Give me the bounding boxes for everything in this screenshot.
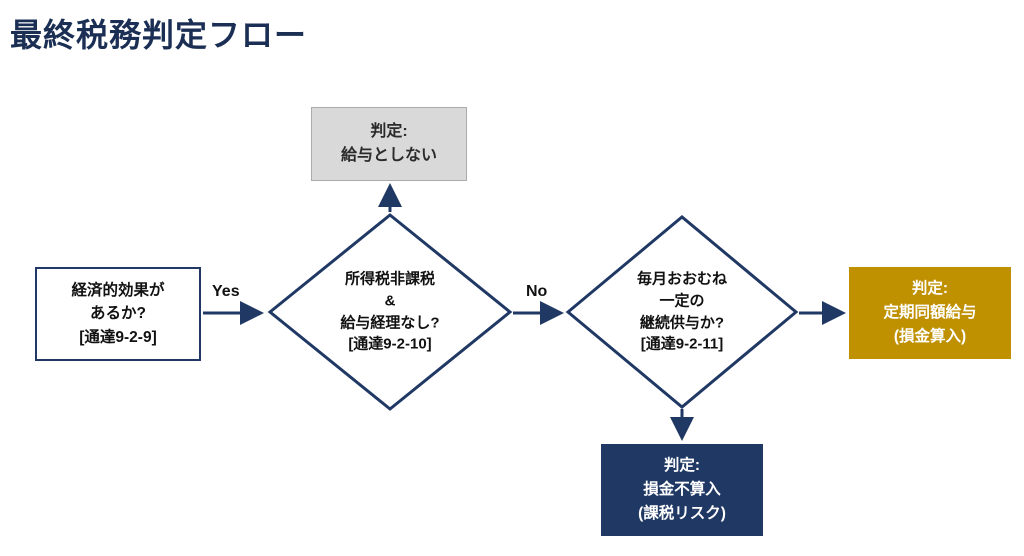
decision-2-label: 毎月おおむね 一定の 継続供与か? [通達9-2-11] [636,270,727,353]
result-no-salary-node: 判定: 給与としない [311,107,467,181]
result-fixed-salary-node: 判定: 定期同額給与 (損金算入) [849,267,1011,359]
decision-1-label: 所得税非課税 & 給与経理なし? [通達9-2-10] [340,270,440,353]
edge-label-yes: Yes [212,283,240,300]
result-nondeductible-node: 判定: 損金不算入 (課税リスク) [601,444,763,536]
edge-label-no: No [526,283,548,300]
page-title: 最終税務判定フロー [10,17,308,53]
decision-diamond-2 [565,215,799,409]
decision-diamond-1 [267,213,513,411]
start-node: 経済的効果が あるか? [通達9-2-9] [35,267,201,361]
